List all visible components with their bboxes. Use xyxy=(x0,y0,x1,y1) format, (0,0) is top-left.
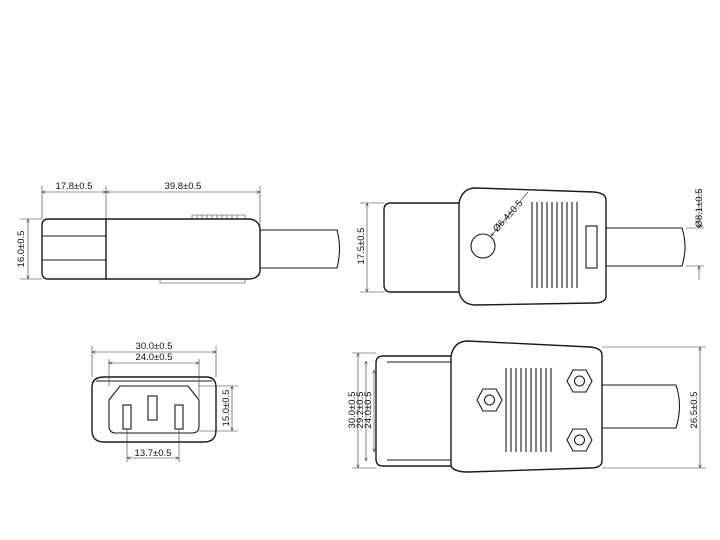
top-cable xyxy=(606,227,686,267)
face-dim-outer: 30.0±0.5 xyxy=(136,341,173,352)
side-dim-height: 16.0±0.5 xyxy=(16,231,27,268)
plan-dim-outer: 30.0±0.5 xyxy=(347,392,358,429)
face-view: 30.0±0.5 24.0±0.5 15.0±0.5 13.7±0.5 xyxy=(91,341,238,462)
side-view: 17.8±0.5 39.8±0.5 16.0±0.5 xyxy=(16,181,341,284)
top-hole xyxy=(470,233,496,259)
top-dim-width: 17.5±0.5 xyxy=(356,228,367,265)
face-pin-left xyxy=(122,404,132,430)
plan-main-body xyxy=(450,340,603,473)
plan-cable xyxy=(602,384,681,429)
top-window xyxy=(585,225,598,269)
top-front-body xyxy=(383,202,460,293)
top-view: Ø6.4±0.5 17.5±0.5 Ø8.1±0.5 xyxy=(356,187,705,306)
side-front-body xyxy=(41,218,107,280)
plan-screw-bottom xyxy=(566,428,593,452)
top-main-body xyxy=(458,187,607,306)
face-dim-pins: 13.7±0.5 xyxy=(135,448,172,459)
plan-view: 30.0±0.5 29.2±0.5 24.0±0.5 26.5±0.5 xyxy=(347,340,706,473)
plan-screw-left xyxy=(476,388,503,412)
face-dim-inner: 24.0±0.5 xyxy=(136,352,173,363)
face-pin-center xyxy=(147,395,158,421)
plan-dim-rear: 26.5±0.5 xyxy=(689,392,700,429)
side-cable xyxy=(260,229,341,269)
side-dim-body: 39.8±0.5 xyxy=(165,181,202,192)
side-main-body xyxy=(106,218,261,280)
plan-front-body xyxy=(375,355,452,467)
top-dim-cable: Ø8.1±0.5 xyxy=(694,188,705,227)
plan-dim-mid: 29.2±0.5 xyxy=(355,392,366,429)
face-socket xyxy=(108,385,200,434)
top-dim-hole: Ø6.4±0.5 xyxy=(491,198,525,234)
side-dim-front: 17.8±0.5 xyxy=(56,181,93,192)
face-pin-right xyxy=(174,404,184,430)
face-outer xyxy=(91,376,217,443)
plan-screw-top xyxy=(566,369,593,393)
face-dim-height: 15.0±0.5 xyxy=(221,390,232,427)
plan-dim-inner: 24.0±0.5 xyxy=(363,392,374,429)
